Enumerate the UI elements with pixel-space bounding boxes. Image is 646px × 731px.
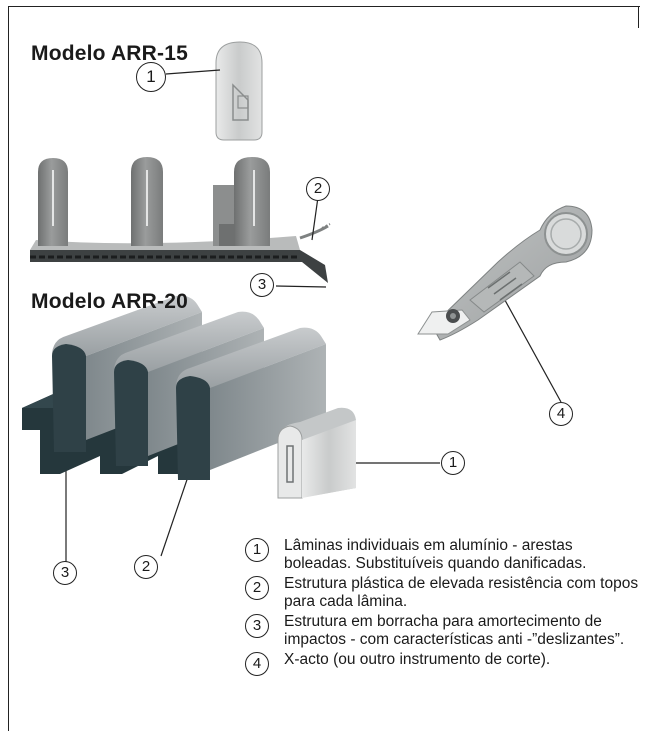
callout-arr15-structure: 2 <box>306 177 330 201</box>
legend-number: 2 <box>245 576 269 600</box>
legend-item: 3 Estrutura em borracha para amortecimen… <box>245 613 640 649</box>
model-title-arr20: Modelo ARR-20 <box>31 290 188 313</box>
callout-arr20-blade: 1 <box>441 451 465 475</box>
arr15-comb-strip-illustration <box>30 157 331 283</box>
legend-item: 4 X-acto (ou outro instrumento de corte)… <box>245 651 640 676</box>
legend-item: 2 Estrutura plástica de elevada resistên… <box>245 575 640 611</box>
callout-cutter: 4 <box>549 402 573 426</box>
frame-border-top <box>8 6 640 7</box>
legend-number: 1 <box>245 538 269 562</box>
arr20-profile-illustration <box>22 295 356 499</box>
legend: 1 Lâminas individuais em alumínio - ares… <box>245 537 640 676</box>
callout-arr15-rubber: 3 <box>250 273 274 297</box>
legend-text: Estrutura em borracha para amortecimento… <box>284 613 625 648</box>
legend-text: X-acto (ou outro instrumento de corte). <box>284 651 551 668</box>
legend-text: Lâminas individuais em alumínio - aresta… <box>284 537 587 572</box>
arr15-blade-illustration <box>215 41 263 141</box>
legend-number: 3 <box>245 614 269 638</box>
cutter-illustration <box>417 205 593 341</box>
frame-border-left <box>8 6 9 731</box>
legend-item: 1 Lâminas individuais em alumínio - ares… <box>245 537 640 573</box>
callout-arr20-structure: 2 <box>134 555 158 579</box>
legend-text: Estrutura plástica de elevada resistênci… <box>284 575 639 610</box>
model-title-arr15: Modelo ARR-15 <box>31 42 188 65</box>
frame-border-right <box>638 6 639 28</box>
legend-number: 4 <box>245 652 269 676</box>
callout-arr20-rubber: 3 <box>53 561 77 585</box>
callout-arr15-blade: 1 <box>136 62 166 92</box>
